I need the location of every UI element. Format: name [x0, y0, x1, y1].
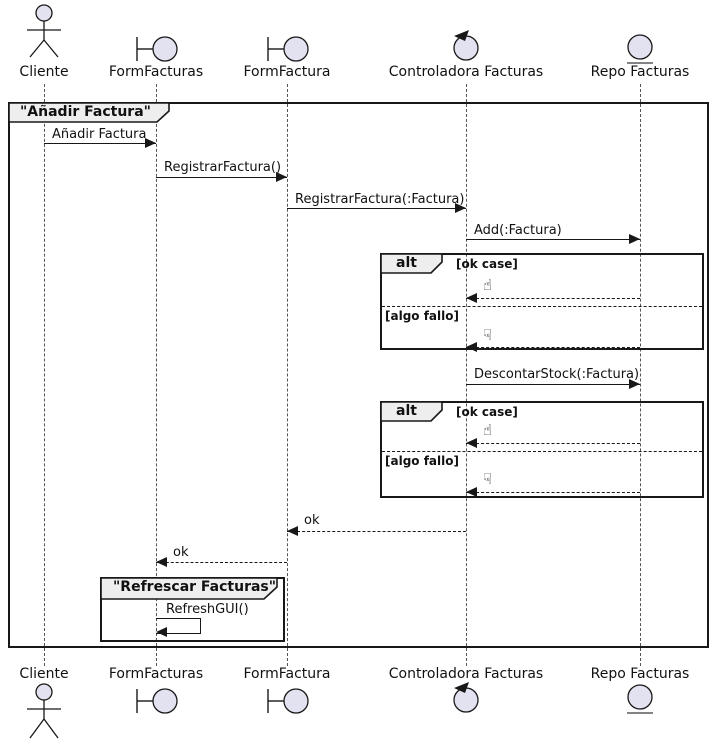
self-message-loop [156, 618, 201, 634]
arrowhead-right-icon [276, 172, 287, 182]
message-label: ok [304, 513, 320, 528]
participant-label: Repo Facturas [590, 64, 690, 80]
arrowhead-right-icon [145, 138, 156, 148]
boundary-icon [133, 34, 179, 64]
arrowhead-left-icon [466, 487, 477, 497]
participant-label: Repo Facturas [590, 666, 690, 682]
return-line [466, 492, 640, 493]
return-line [287, 531, 466, 532]
alt-fragment-tab [380, 401, 444, 423]
return-line [156, 562, 287, 563]
frame-title: "Refrescar Facturas" [113, 579, 277, 595]
message-line [466, 384, 640, 385]
message-label: RegistrarFactura(:Factura) [295, 192, 465, 207]
alt-divider [382, 451, 702, 452]
return-line [466, 298, 640, 299]
frame-refrescar-tab [100, 577, 279, 600]
message-line [156, 177, 287, 178]
alt-divider [382, 306, 702, 307]
lifeline-controladora [466, 84, 467, 666]
message-label: ok [173, 545, 189, 560]
arrowhead-left-icon [156, 557, 167, 567]
participant-label: Controladora Facturas [388, 64, 544, 80]
control-icon [450, 28, 482, 64]
participant-label: FormFacturas [108, 666, 204, 682]
arrowhead-left-icon [466, 438, 477, 448]
message-label: DescontarStock(:Factura) [474, 367, 640, 382]
message-label: Add(:Factura) [474, 223, 562, 238]
entity-icon [622, 34, 658, 66]
arrowhead-right-icon [629, 379, 640, 389]
participant-label: Cliente [19, 64, 69, 80]
guard-label: [algo fallo] [385, 454, 459, 468]
control-icon [450, 680, 482, 716]
guard-label: [algo fallo] [385, 309, 459, 323]
message-label: RefreshGUI() [166, 602, 249, 617]
message-line [287, 208, 466, 209]
participant-label: FormFacturas [108, 64, 204, 80]
alt-operator: alt [396, 255, 417, 271]
lifeline-formfactura [287, 84, 288, 666]
frame-anadir-factura [8, 102, 709, 648]
participant-label: FormFactura [243, 666, 331, 682]
participant-label: FormFactura [243, 64, 331, 80]
arrowhead-right-icon [629, 234, 640, 244]
arrowhead-left-icon [466, 342, 477, 352]
arrowhead-left-icon [156, 627, 167, 637]
guard-label: [ok case] [456, 405, 518, 419]
alt-operator: alt [396, 403, 417, 419]
arrowhead-right-icon [455, 203, 466, 213]
boundary-icon [264, 686, 310, 716]
participant-label: Cliente [19, 666, 69, 682]
entity-icon [622, 684, 658, 716]
alt-fragment [380, 253, 704, 350]
return-line [466, 347, 640, 348]
alt-fragment-tab [380, 253, 444, 275]
thumbs-down-icon: ☟ [483, 470, 493, 488]
frame-anadir-factura-tab [8, 102, 171, 124]
thumbs-down-icon: ☟ [483, 326, 493, 344]
lifeline-formfacturas [156, 84, 157, 666]
message-line [466, 239, 640, 240]
thumbs-up-icon: ☝ [483, 276, 493, 294]
arrowhead-left-icon [466, 293, 477, 303]
message-line [44, 143, 156, 144]
boundary-icon [133, 686, 179, 716]
message-label: Añadir Factura [52, 127, 147, 142]
frame-title: "Añadir Factura" [20, 104, 151, 120]
thumbs-up-icon: ☝ [483, 421, 493, 439]
participant-label: Controladora Facturas [388, 666, 544, 682]
boundary-icon [264, 34, 310, 64]
return-line [466, 443, 640, 444]
arrowhead-left-icon [287, 526, 298, 536]
lifeline-repo [640, 84, 641, 666]
alt-fragment [380, 401, 704, 498]
message-label: RegistrarFactura() [164, 160, 282, 175]
lifeline-cliente [44, 84, 45, 666]
actor-icon [22, 682, 66, 748]
actor-icon [22, 4, 66, 62]
guard-label: [ok case] [456, 257, 518, 271]
